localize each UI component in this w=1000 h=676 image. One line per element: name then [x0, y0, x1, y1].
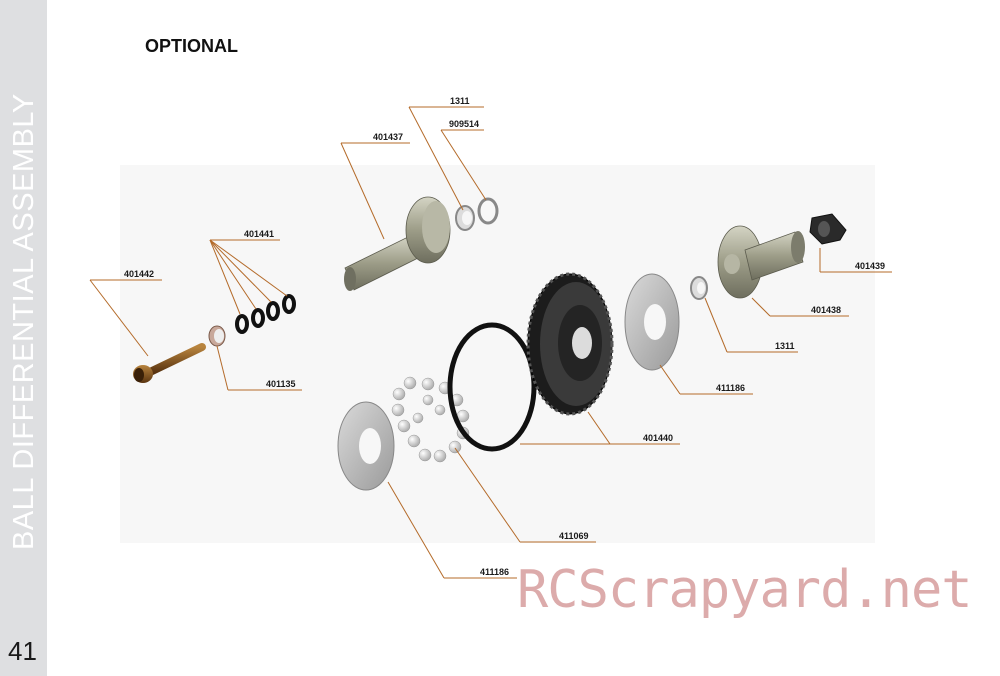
label-401135: 401135 [266, 379, 296, 389]
page-heading: OPTIONAL [145, 36, 238, 56]
diff-pulley-401440 [526, 272, 614, 416]
thrust-plate-411186-bottom [337, 401, 395, 491]
thrust-plate-411186-right [624, 273, 680, 371]
label-401438: 401438 [811, 305, 841, 315]
label-411186-right: 411186 [716, 383, 745, 393]
label-1311-right: 1311 [775, 341, 795, 351]
thrust-bearing-401135 [208, 325, 226, 347]
diff-nut-401439 [809, 213, 847, 245]
shim-909514 [477, 197, 499, 225]
label-411186-bottom: 411186 [480, 567, 509, 577]
diagram-background [120, 165, 875, 543]
label-1311-top: 1311 [450, 96, 470, 106]
label-401442: 401442 [124, 269, 154, 279]
diff-outdrive-401438 [717, 225, 805, 299]
watermark: RCScrapyard.net [517, 560, 973, 620]
leader-lines [89, 106, 892, 579]
o-rings-401441 [235, 294, 296, 334]
label-909514: 909514 [449, 119, 479, 129]
bearing-1311-right [690, 276, 708, 300]
seal-ring-401440 [447, 322, 537, 452]
diff-screw-401442 [133, 343, 206, 383]
bearing-1311-top [455, 205, 475, 231]
label-401441: 401441 [244, 229, 274, 239]
page-number: 41 [8, 636, 37, 666]
label-401437: 401437 [373, 132, 403, 142]
label-411069: 411069 [559, 531, 589, 541]
sidebar: BALL DIFFERENTIAL ASSEMBLY 41 [0, 0, 47, 676]
label-401440: 401440 [643, 433, 673, 443]
diff-balls-411069 [391, 376, 470, 463]
diff-outdrive-401437 [344, 196, 451, 291]
label-401439: 401439 [855, 261, 885, 271]
